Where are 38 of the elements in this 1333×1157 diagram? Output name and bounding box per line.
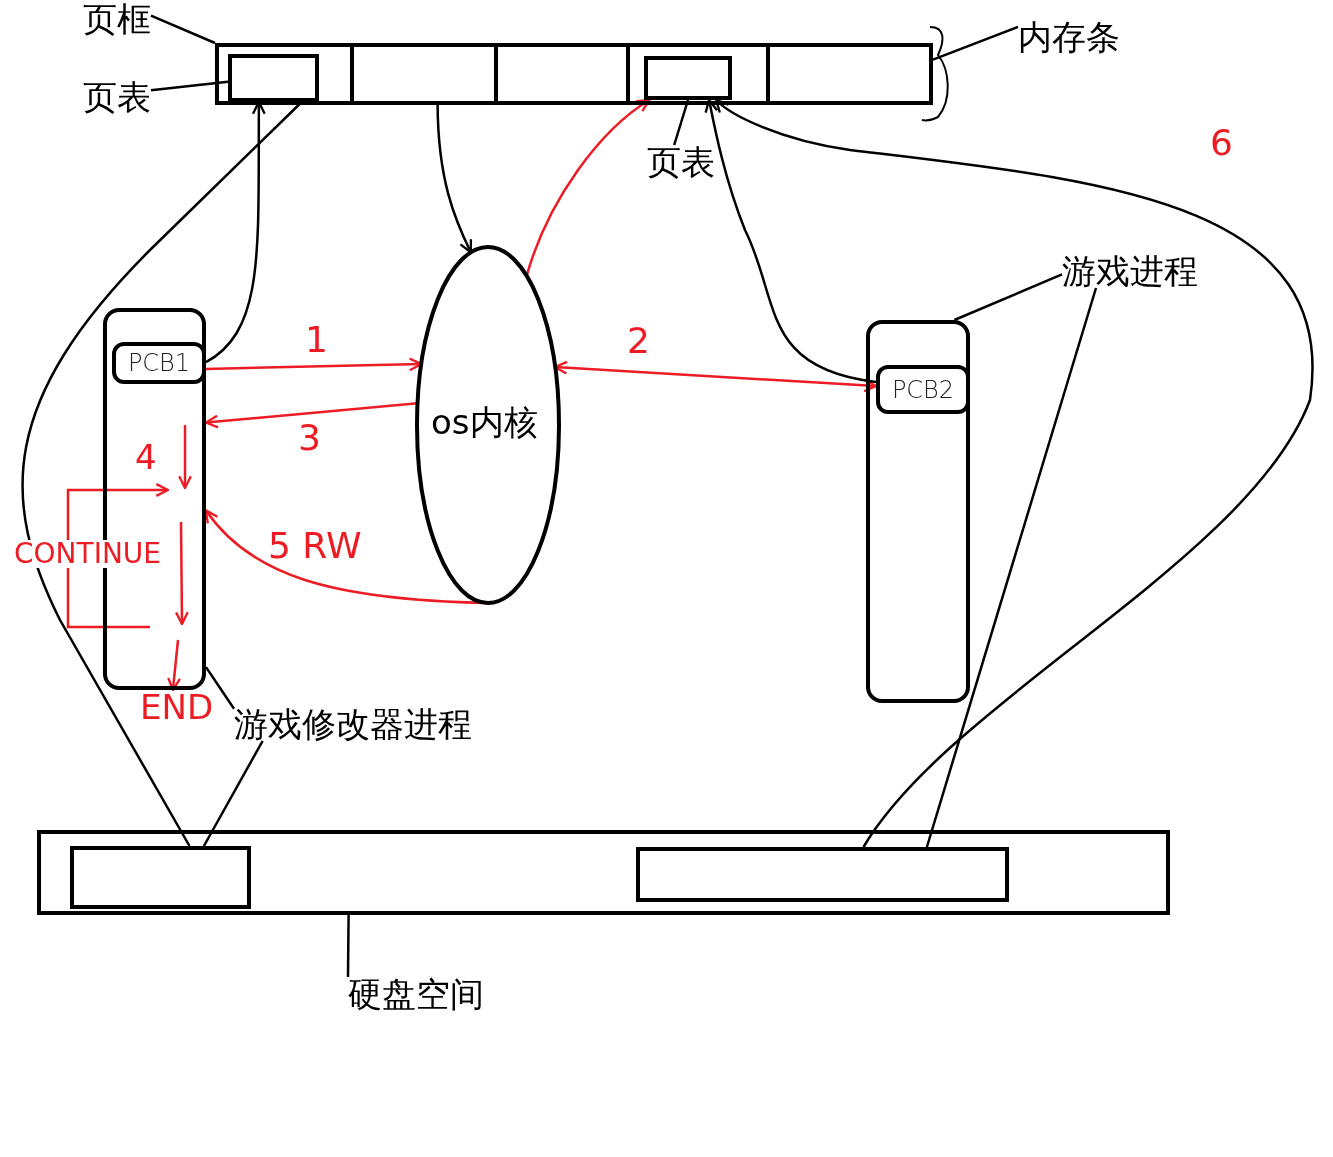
- block-box: [644, 56, 732, 100]
- kernel-ellipse: [415, 245, 561, 605]
- edge-label: 2: [627, 323, 650, 359]
- arrow: [204, 402, 418, 429]
- callout-label: 游戏修改器进程: [234, 707, 472, 741]
- arrow: [715, 98, 1314, 848]
- annotation-text: CONTINUE: [14, 540, 162, 568]
- leader-line: [932, 25, 1019, 61]
- edge-label: 5 RW: [268, 528, 362, 564]
- block-box: [70, 846, 251, 909]
- callout-label: 硬盘空间: [348, 977, 484, 1011]
- block-box: [636, 847, 1009, 902]
- storage-bar: [37, 830, 1170, 915]
- arrow: [525, 98, 651, 277]
- kernel-label: os内核: [431, 405, 538, 439]
- arrow: [704, 98, 877, 384]
- arrow: [167, 639, 182, 692]
- callout-label: 页框: [83, 2, 151, 36]
- leader-line: [150, 14, 216, 45]
- leader-line: [953, 273, 1063, 322]
- leader-line: [204, 666, 236, 710]
- edge-label: 6: [1210, 125, 1233, 161]
- process-box: [866, 320, 970, 703]
- leader-line: [925, 287, 1098, 848]
- end-label: END: [140, 690, 214, 724]
- arrow: [436, 104, 473, 254]
- callout-label: 内存条: [1018, 20, 1120, 54]
- callout-label: 游戏进程: [1062, 254, 1198, 288]
- leader-line: [150, 80, 229, 92]
- leader-line: [346, 915, 350, 977]
- leader-line: [202, 740, 264, 847]
- callout-label: 页表: [83, 80, 151, 114]
- edge-label: 3: [298, 420, 321, 456]
- storage-bar: [215, 43, 933, 105]
- block-box: [228, 54, 319, 102]
- edge-label: 1: [305, 322, 328, 358]
- callout-label: 页表: [647, 145, 715, 179]
- leader-line: [673, 99, 690, 146]
